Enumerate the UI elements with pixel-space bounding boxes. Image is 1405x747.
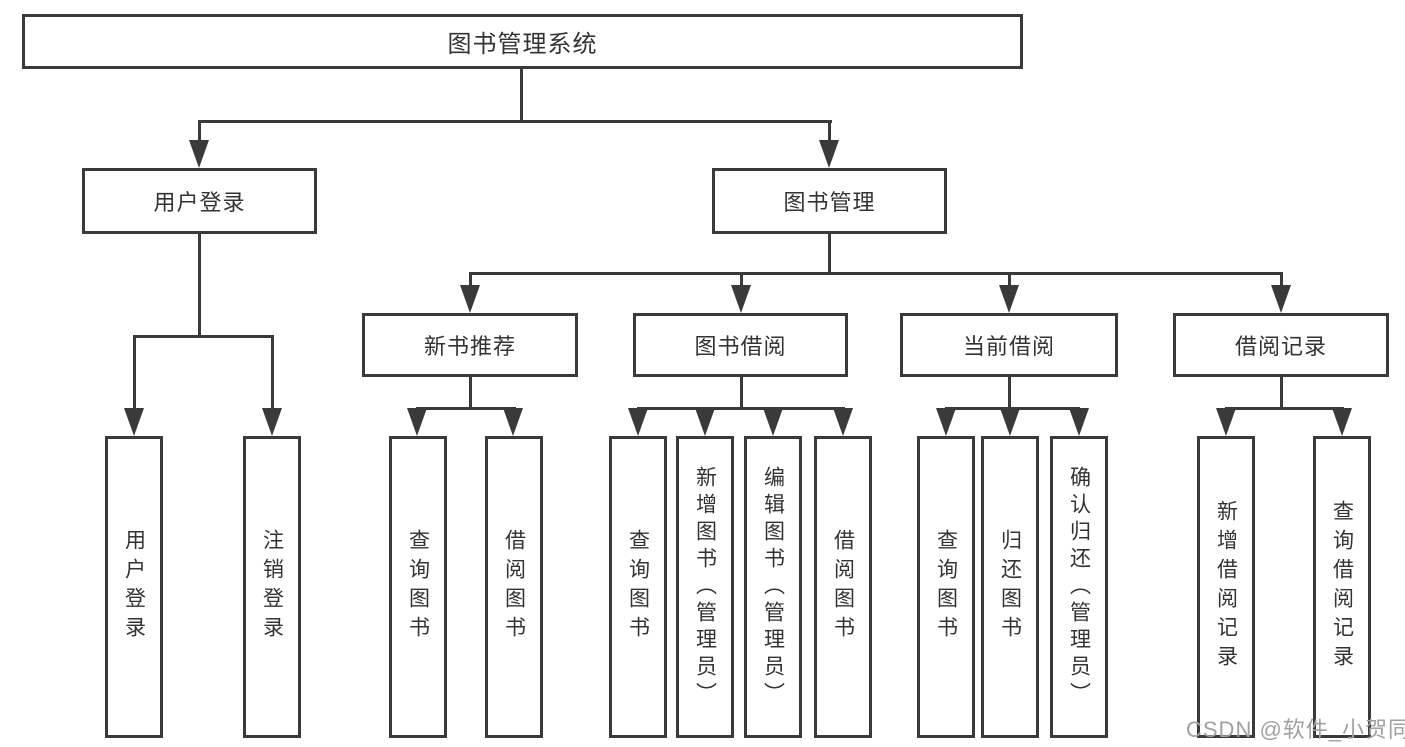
node-label: 用户登录 (153, 190, 246, 215)
connector-line (416, 407, 516, 410)
connector-line (198, 120, 832, 123)
connector-line (637, 407, 845, 410)
arrow-down-icon (833, 408, 853, 436)
connector-line (469, 272, 1283, 275)
connector-line (198, 120, 201, 144)
node-label: 当前借阅 (962, 334, 1055, 359)
arrow-down-icon (819, 140, 839, 168)
connector-line (198, 234, 201, 337)
arrow-down-icon (763, 408, 783, 436)
connector-line (740, 377, 743, 409)
node-label: 查询图书 (406, 529, 430, 645)
arrow-down-icon (1271, 285, 1291, 313)
node-book-borrowing: 图书借阅 (633, 313, 848, 377)
arrow-down-icon (262, 408, 282, 436)
csdn-watermark: CSDN @软件_小贺同学 (1186, 717, 1405, 742)
node-label: 查询图书 (934, 529, 958, 645)
node-label: 归还图书 (998, 529, 1022, 645)
arrow-down-icon (189, 140, 209, 168)
node-borrowing-records: 借阅记录 (1173, 313, 1389, 377)
leaf-add-borrow-record: 新增借阅记录 (1197, 436, 1255, 738)
connector-line (1008, 272, 1011, 288)
node-label: 图书管理 (783, 190, 876, 215)
node-label: 新书推荐 (423, 334, 516, 359)
arrow-down-icon (999, 285, 1019, 313)
connector-line (828, 120, 831, 144)
leaf-search-books: 查询图书 (917, 436, 975, 738)
connector-line (1280, 272, 1283, 288)
node-current-borrowing: 当前借阅 (900, 313, 1118, 377)
arrow-down-icon (628, 408, 648, 436)
node-label: 查询图书 (626, 529, 650, 645)
node-user-login: 用户登录 (82, 168, 317, 234)
node-label: 确认归还（管理员） (1067, 465, 1091, 709)
leaf-search-books: 查询图书 (389, 436, 447, 738)
connector-line (1225, 407, 1344, 410)
connector-line (1280, 377, 1283, 409)
leaf-search-borrow-record: 查询借阅记录 (1313, 436, 1371, 738)
node-book-management: 图书管理 (712, 168, 947, 234)
connector-line (469, 377, 472, 409)
leaf-logout: 注销登录 (243, 436, 301, 738)
node-library-management-system: 图书管理系统 (22, 14, 1023, 69)
arrow-down-icon (1216, 408, 1236, 436)
node-label: 新增借阅记录 (1214, 500, 1238, 674)
arrow-down-icon (731, 285, 751, 313)
arrow-down-icon (407, 408, 427, 436)
connector-line (828, 234, 831, 274)
connector-line (1008, 377, 1011, 409)
leaf-edit-books-admin: 编辑图书（管理员） (744, 436, 802, 738)
connector-line (469, 272, 472, 288)
connector-line (271, 335, 274, 410)
node-label: 借阅图书 (502, 529, 526, 645)
node-label: 用户登录 (122, 529, 146, 645)
connector-line (740, 272, 743, 288)
node-label: 借阅图书 (831, 529, 855, 645)
connector-line (133, 335, 274, 338)
node-label: 注销登录 (260, 529, 284, 645)
arrow-down-icon (503, 408, 523, 436)
node-label: 借阅记录 (1234, 334, 1327, 359)
arrow-down-icon (124, 408, 144, 436)
leaf-user-login: 用户登录 (105, 436, 163, 738)
arrow-down-icon (1332, 408, 1352, 436)
arrow-down-icon (936, 408, 956, 436)
node-label: 查询借阅记录 (1330, 500, 1354, 674)
leaf-confirm-return-admin: 确认归还（管理员） (1050, 436, 1108, 738)
node-label: 图书借阅 (694, 334, 787, 359)
node-label: 新增图书（管理员） (693, 465, 717, 709)
leaf-add-books-admin: 新增图书（管理员） (676, 436, 734, 738)
node-label: 图书管理系统 (447, 31, 598, 58)
leaf-return-books: 归还图书 (981, 436, 1039, 738)
leaf-search-books: 查询图书 (609, 436, 667, 738)
arrow-down-icon (1000, 408, 1020, 436)
connector-line (520, 69, 523, 122)
arrow-down-icon (460, 285, 480, 313)
arrow-down-icon (1069, 408, 1089, 436)
connector-line (133, 335, 136, 410)
leaf-borrow-books: 借阅图书 (814, 436, 872, 738)
leaf-borrow-books: 借阅图书 (485, 436, 543, 738)
arrow-down-icon (695, 408, 715, 436)
node-new-book-recommendation: 新书推荐 (362, 313, 578, 377)
node-label: 编辑图书（管理员） (761, 465, 785, 709)
